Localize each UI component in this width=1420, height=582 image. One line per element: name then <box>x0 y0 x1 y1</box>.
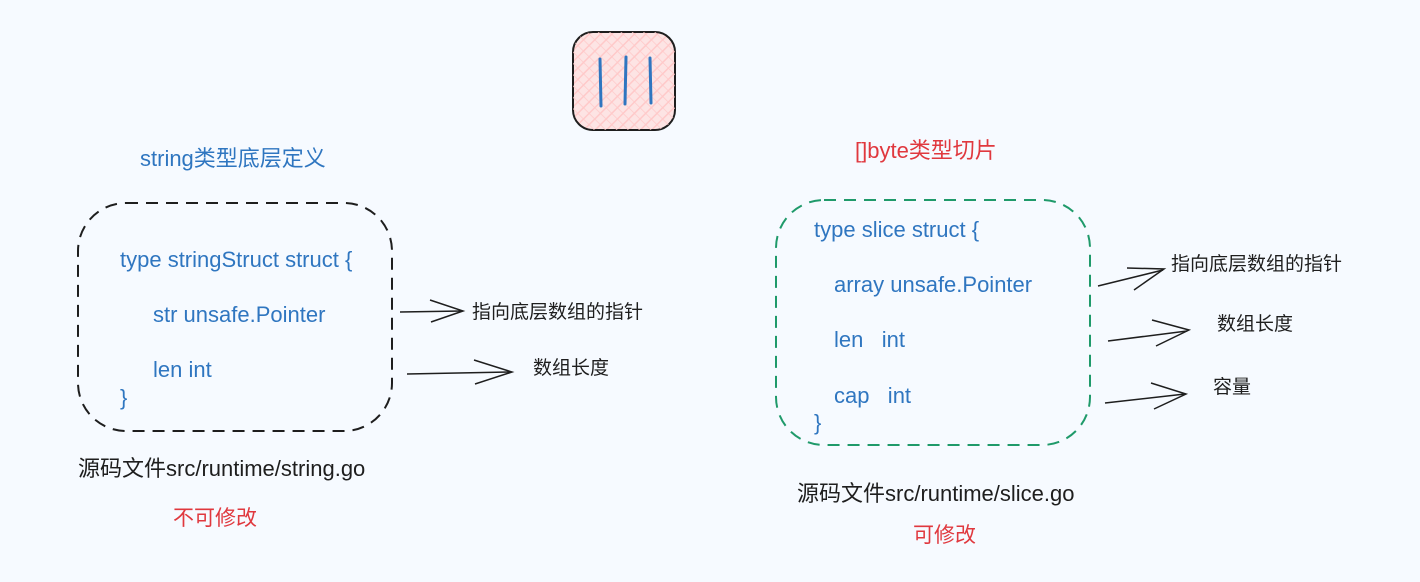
left-annotation-pointer: 指向底层数组的指针 <box>472 302 644 323</box>
right-title: []byte类型切片 <box>855 138 997 163</box>
right-code-line-3: len int <box>834 327 905 352</box>
logo-bar-1 <box>598 57 603 108</box>
left-arrow-len <box>406 359 515 385</box>
right-annotation-pointer: 指向底层数组的指针 <box>1171 254 1343 275</box>
left-struct-box <box>77 202 393 432</box>
right-mutability: 可修改 <box>913 524 976 547</box>
left-annotation-len: 数组长度 <box>533 358 610 379</box>
left-code-line-1: type stringStruct struct { <box>120 247 353 272</box>
left-source-file: 源码文件src/runtime/string.go <box>78 456 366 481</box>
right-struct-box <box>775 199 1091 446</box>
right-annotation-len: 数组长度 <box>1217 314 1294 335</box>
right-arrow-cap <box>1104 382 1189 410</box>
left-code-line-4: } <box>120 385 128 410</box>
left-code-line-2: str unsafe.Pointer <box>153 302 326 327</box>
right-code-line-5: } <box>814 410 822 435</box>
right-source-file: 源码文件src/runtime/slice.go <box>797 481 1075 506</box>
right-code-line-1: type slice struct { <box>814 217 980 242</box>
logo-bar-2 <box>623 55 628 106</box>
left-mutability: 不可修改 <box>173 507 257 530</box>
right-arrow-pointer <box>1097 267 1167 291</box>
right-code-line-2: array unsafe.Pointer <box>834 272 1033 297</box>
right-arrow-len <box>1107 319 1192 347</box>
right-code-line-4: cap int <box>834 383 912 408</box>
right-annotation-cap: 容量 <box>1213 377 1252 398</box>
left-arrow-pointer <box>399 299 466 323</box>
left-title: string类型底层定义 <box>140 146 326 171</box>
logo-bar-3 <box>648 56 653 105</box>
logo-icon <box>572 31 676 131</box>
left-code-line-3: len int <box>153 357 212 382</box>
